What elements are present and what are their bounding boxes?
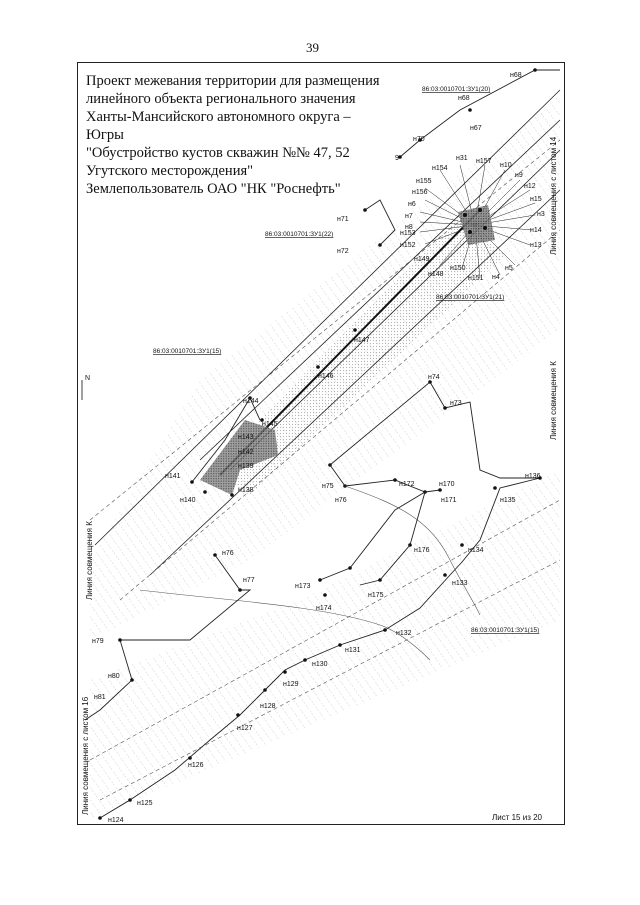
point-label: н81 xyxy=(94,694,106,701)
cadastral-label: 86:03:0010701:ЗУ1(15) xyxy=(153,348,221,355)
point-label: н124 xyxy=(108,817,124,824)
point-label: н74 xyxy=(428,374,440,381)
point-label: н80 xyxy=(108,673,120,680)
point-label: н133 xyxy=(452,580,468,587)
point-label: н144 xyxy=(243,398,259,405)
point-label: н157 xyxy=(476,158,492,165)
point-label: н3 xyxy=(537,211,545,218)
point-label: н15 xyxy=(530,196,542,203)
point-label: н79 xyxy=(92,638,104,645)
point-label: н72 xyxy=(337,248,349,255)
point-label: н9 xyxy=(515,172,523,179)
point-label: н77 xyxy=(243,577,255,584)
point-label: н175 xyxy=(368,592,384,599)
point-label: н131 xyxy=(345,647,361,654)
title-line: Землепользователь ОАО "НК "Роснефть" xyxy=(86,181,341,197)
cadastral-label: 86:03:0010701:ЗУ1(15) xyxy=(471,627,539,634)
point-label: н156 xyxy=(412,189,428,196)
point-label: н129 xyxy=(283,681,299,688)
point-label: н132 xyxy=(396,630,412,637)
edge-label-right-top: Линия совмещения с листом 14 xyxy=(549,136,558,255)
title-line: "Обустройство кустов скважин №№ 47, 52 xyxy=(86,145,350,161)
boundary-lines xyxy=(94,89,561,576)
point-label: н173 xyxy=(295,583,311,590)
title-line: Угутского месторождения" xyxy=(86,163,254,179)
point-label: н174 xyxy=(316,605,332,612)
corridor-shade xyxy=(210,215,505,495)
point-label: н10 xyxy=(500,162,512,169)
point-label: н135 xyxy=(500,497,516,504)
map-frame xyxy=(77,62,565,825)
edge-label-left-top: Линия совмещения К xyxy=(85,521,94,600)
point-label: н149 xyxy=(414,256,430,263)
point-label: н150 xyxy=(450,265,466,272)
point-label: н76 xyxy=(335,497,347,504)
point-label: н67 xyxy=(470,125,482,132)
title-line: Проект межевания территории для размещен… xyxy=(86,73,380,89)
point-label: н128 xyxy=(260,703,276,710)
point-label: н151 xyxy=(468,275,484,282)
point-label: н138 xyxy=(238,487,254,494)
cadastral-label: 86:03:0010701:ЗУ1(21) xyxy=(436,294,504,301)
point-label: н70 xyxy=(413,136,425,143)
point-label: н6 xyxy=(408,201,416,208)
point-label: н14 xyxy=(530,227,542,234)
point-label: н170 xyxy=(439,481,455,488)
point-label: н147 xyxy=(354,337,370,344)
hatched-area-lower xyxy=(90,470,560,820)
cadastral-label: 86:03:0010701:ЗУ1(22) xyxy=(265,231,333,238)
point-label: н12 xyxy=(524,183,536,190)
point-label: н31 xyxy=(456,155,468,162)
point-label: н75 xyxy=(322,483,334,490)
point-label: н8 xyxy=(405,224,413,231)
point-label: н154 xyxy=(432,165,448,172)
point-label: н172 xyxy=(399,481,415,488)
title-line: Югры xyxy=(86,127,124,143)
map-title: Проект межевания территории для размещен… xyxy=(86,72,386,198)
point-label: н68 xyxy=(510,72,522,79)
point-label: н145 xyxy=(262,421,278,428)
cadastral-label: 86:03:0010701:ЗУ1(20) xyxy=(422,86,490,93)
point-label: н4 xyxy=(492,274,500,281)
point-label: н176 xyxy=(414,547,430,554)
point-label: н125 xyxy=(137,800,153,807)
edge-label-right-bottom: Линия совмещения К xyxy=(549,361,558,440)
point-label: н13 xyxy=(530,242,542,249)
point-label: н155 xyxy=(416,178,432,185)
point-label: н134 xyxy=(468,547,484,554)
point-label: н76 xyxy=(222,550,234,557)
title-line: линейного объекта регионального значения xyxy=(86,91,356,107)
point-label: н152 xyxy=(400,242,416,249)
point-label: н141 xyxy=(165,473,181,480)
point-labels: н68 н68 н67 н70 9 н31 н157 н10 н9 н154 н… xyxy=(92,72,545,824)
point-label: н5 xyxy=(505,265,513,272)
point-label: 9 xyxy=(395,155,399,162)
edge-label-left-bottom: Линия совмещения с листом 16 xyxy=(81,696,90,815)
title-line: Ханты-Мансийского автономного округа – xyxy=(86,109,351,125)
point-label: н140 xyxy=(180,497,196,504)
point-label: н126 xyxy=(188,762,204,769)
point-label: н139 xyxy=(238,463,254,470)
page-number: 39 xyxy=(306,40,319,55)
point-label: н171 xyxy=(441,497,457,504)
shaded-plot xyxy=(200,420,278,495)
point-label: н148 xyxy=(428,271,444,278)
point-label: н127 xyxy=(237,725,253,732)
point-label: н73 xyxy=(450,400,462,407)
point-label: н7 xyxy=(405,213,413,220)
point-label: н71 xyxy=(337,216,349,223)
point-label: н153 xyxy=(400,230,416,237)
north-label: N xyxy=(85,375,90,382)
point-label: н68 xyxy=(458,95,470,102)
boundary-right xyxy=(99,477,541,819)
point-label: н130 xyxy=(312,661,328,668)
point-label: н142 xyxy=(238,449,254,456)
boundary-top xyxy=(399,69,560,158)
point-label: н143 xyxy=(238,434,254,441)
point-label: н146 xyxy=(318,373,334,380)
sheet-label: Лист 15 из 20 xyxy=(492,813,542,822)
point-label: н136 xyxy=(525,473,541,480)
